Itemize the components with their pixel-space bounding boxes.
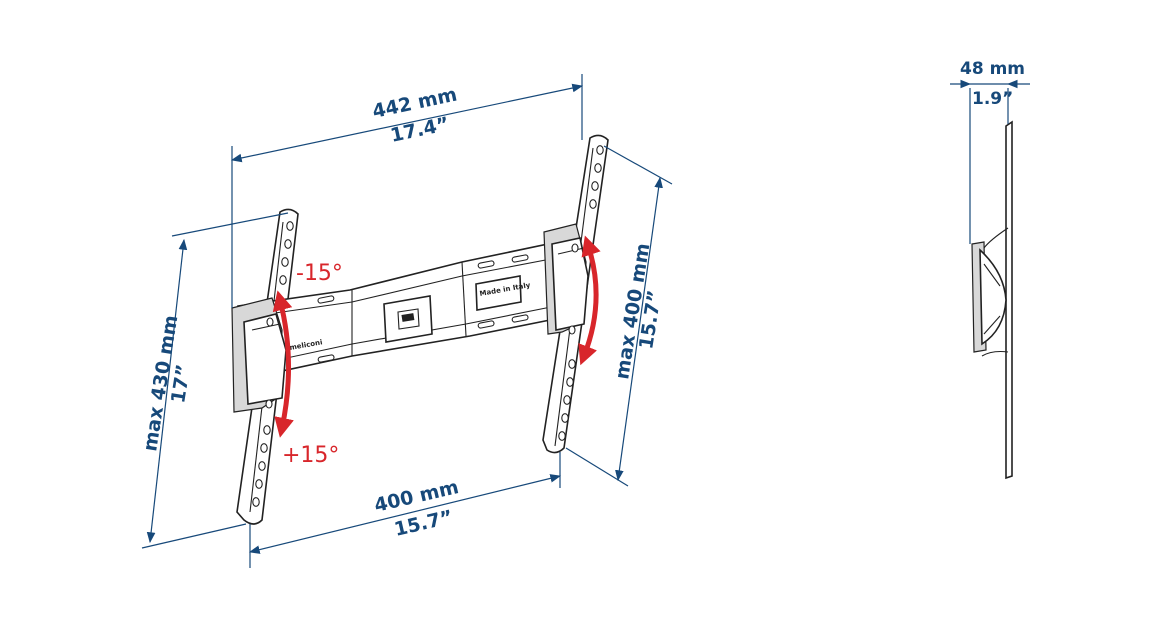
front-view-mount: Made in Italy meliconi [231, 134, 609, 525]
wall-rail: Made in Italy [237, 243, 561, 381]
tilt-up-label: -15° [296, 261, 343, 286]
tilt-indicator-right [578, 235, 601, 366]
side-view-mount [971, 120, 1013, 480]
rail-slots [317, 254, 529, 363]
right-arm-holes [558, 145, 604, 441]
depth-dimension: 48 mm 1.9” [950, 59, 1030, 244]
top-width-inch: 17.4” [388, 113, 451, 147]
tilt-down-label: +15° [282, 443, 339, 468]
label-plate: Made in Italy [475, 275, 531, 311]
left-height-inch: 17” [167, 363, 195, 405]
bottom-width-dimension: 400 mm 15.7” [248, 452, 562, 568]
tilt-indicator-left [272, 290, 294, 438]
bottom-width-inch: 15.7” [392, 506, 455, 541]
depth-inch: 1.9” [972, 89, 1013, 109]
center-lock-plate [383, 295, 433, 343]
depth-mm: 48 mm [960, 59, 1025, 79]
